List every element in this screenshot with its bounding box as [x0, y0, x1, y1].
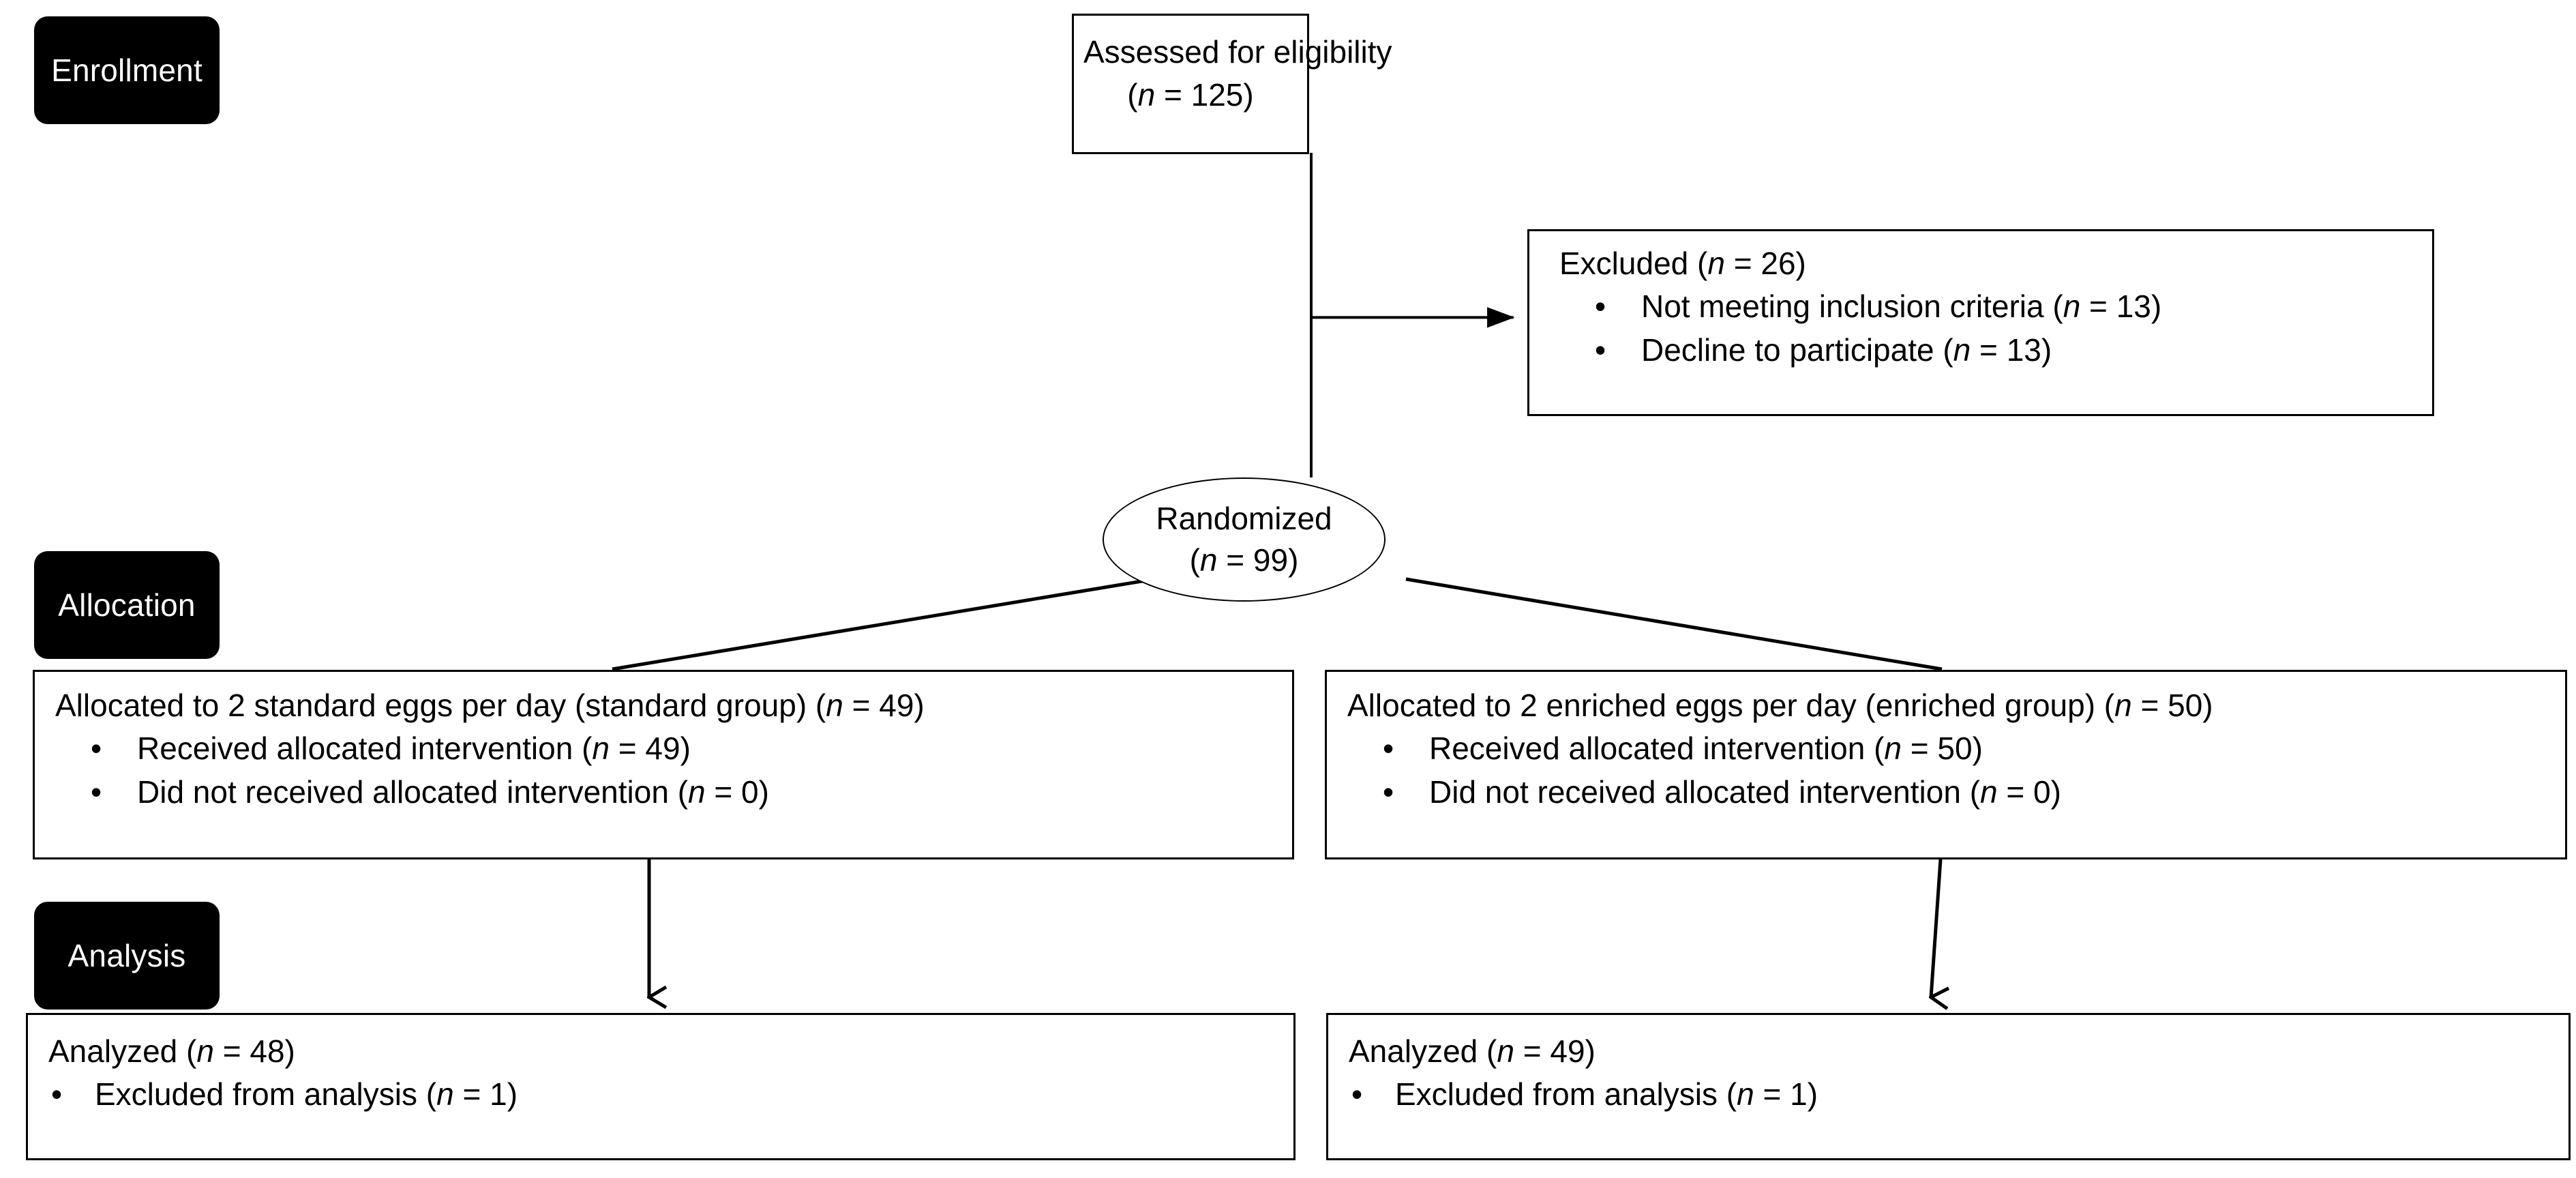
stage-label-analysis-text: Analysis — [68, 938, 186, 973]
allocation-enriched-bullet-0-var: n — [1884, 731, 1902, 767]
bullet-icon: • — [1383, 731, 1394, 767]
analysis-standard-header-post: = 48) — [213, 1033, 295, 1069]
allocation-standard-bullet-1-post: = 0) — [705, 774, 769, 810]
node-allocation-standard: Allocated to 2 standard eggs per day (st… — [33, 670, 1294, 859]
node-assessed-for-eligibility: Assessed for eligibility (n = 125) — [1072, 14, 1392, 154]
allocation-enriched-header-post: = 50) — [2131, 688, 2213, 723]
excluded-bullet-0-var: n — [2063, 289, 2081, 325]
excluded-bullet-1-var: n — [1953, 332, 1971, 368]
analysis-standard-bullet-list: • Excluded from analysis (n = 1) — [48, 1073, 1273, 1116]
randomized-count-post: = 99) — [1217, 542, 1299, 578]
allocation-standard-bullet-1-var: n — [688, 774, 706, 810]
allocation-enriched-bullet-1-post: = 0) — [1997, 774, 2061, 810]
list-item: • Excluded from analysis (n = 1) — [48, 1073, 1273, 1116]
excluded-header-var: n — [1707, 246, 1725, 281]
analysis-enriched-bullet-0-var: n — [1737, 1076, 1754, 1113]
excluded-header-post: = 26) — [1724, 246, 1806, 281]
allocation-standard-header-var: n — [826, 688, 843, 723]
list-item: • Not meeting inclusion criteria (n = 13) — [1559, 285, 2402, 328]
bullet-icon: • — [1383, 774, 1394, 810]
excluded-bullet-0-pre: Not meeting inclusion criteria ( — [1641, 289, 2063, 325]
allocation-enriched-bullet-1-pre: Did not received allocated intervention … — [1429, 774, 1981, 810]
bullet-icon: • — [1595, 289, 1606, 325]
analysis-enriched-bullet-list: • Excluded from analysis (n = 1) — [1349, 1073, 2548, 1116]
allocation-enriched-bullet-0-post: = 50) — [1901, 731, 1983, 767]
allocation-enriched-header-pre: Allocated to 2 enriched eggs per day (en… — [1347, 688, 2115, 723]
excluded-bullet-1-post: = 13) — [1971, 332, 2052, 368]
allocation-enriched-bullet-0-pre: Received allocated intervention ( — [1429, 731, 1885, 767]
stage-label-analysis: Analysis — [34, 902, 220, 1010]
allocation-standard-bullet-list: •Received allocated intervention (n = 49… — [55, 727, 1272, 814]
allocation-standard-header-pre: Allocated to 2 standard eggs per day (st… — [55, 688, 826, 723]
analysis-enriched-header: Analyzed (n = 49) — [1349, 1030, 2548, 1073]
allocation-standard-bullet-0-var: n — [592, 731, 610, 767]
stage-label-allocation-text: Allocation — [58, 587, 196, 623]
list-item: • Received allocated intervention (n = 50… — [1347, 727, 2545, 770]
allocation-standard-bullet-1-pre: Did not received allocated intervention … — [137, 774, 689, 810]
analysis-standard-bullet-0-var: n — [436, 1076, 454, 1113]
list-item: • Did not received allocated intervention… — [1347, 771, 2545, 814]
connector-enriched-to-analyzed — [1931, 859, 1941, 997]
node-analysis-standard: Analyzed (n = 48) •Excluded from analysi… — [26, 1013, 1296, 1160]
list-item: • Did not received allocated intervention… — [55, 771, 1272, 814]
connector-randomized-to-enriched — [1405, 577, 1943, 671]
connector-randomized-to-standard — [612, 577, 1155, 671]
allocation-enriched-bullet-1-var: n — [1980, 774, 1998, 810]
allocation-standard-bullet-0-pre: Received allocated intervention ( — [137, 731, 593, 767]
assessed-count-var: n — [1137, 77, 1156, 113]
allocation-enriched-header: Allocated to 2 enriched eggs per day (en… — [1347, 684, 2545, 727]
assessed-count-post: = 125) — [1155, 77, 1254, 113]
analysis-enriched-bullet-0-post: = 1) — [1754, 1076, 1818, 1113]
analysis-enriched-header-post: = 49) — [1514, 1033, 1596, 1069]
randomized-title: Randomized — [1156, 501, 1332, 537]
analysis-standard-header: Analyzed (n = 48) — [48, 1030, 1273, 1073]
excluded-header-pre: Excluded ( — [1559, 246, 1708, 281]
allocation-enriched-header-var: n — [2114, 688, 2132, 723]
bullet-icon: • — [91, 774, 102, 810]
analysis-enriched-bullet-0-pre: Excluded from analysis ( — [1395, 1076, 1737, 1113]
list-item: • Received allocated intervention (n = 49… — [55, 727, 1272, 770]
assessed-count-pre: ( — [1127, 77, 1138, 113]
excluded-bullet-1-pre: Decline to participate ( — [1641, 332, 1953, 368]
list-item: • Decline to participate (n = 13) — [1559, 329, 2402, 372]
analysis-standard-header-var: n — [196, 1033, 214, 1069]
assessed-title: Assessed for eligibility — [1083, 34, 1392, 70]
bullet-icon: • — [91, 731, 102, 767]
randomized-count-var: n — [1199, 542, 1218, 578]
allocation-standard-header: Allocated to 2 standard eggs per day (st… — [55, 684, 1272, 727]
allocation-enriched-bullet-list: •Received allocated intervention (n = 50… — [1347, 727, 2545, 814]
node-excluded: Excluded (n = 26) •Not meeting inclusion… — [1527, 229, 2434, 416]
excluded-header: Excluded (n = 26) — [1559, 242, 2402, 285]
excluded-bullet-list: •Not meeting inclusion criteria (n = 13)… — [1559, 285, 2402, 372]
stage-label-allocation: Allocation — [34, 551, 220, 659]
analysis-standard-header-pre: Analyzed ( — [48, 1033, 197, 1069]
bullet-icon: • — [1351, 1076, 1363, 1113]
analysis-standard-bullet-0-post: = 1) — [453, 1076, 518, 1113]
randomized-count-pre: ( — [1189, 542, 1200, 578]
excluded-bullet-0-post: = 13) — [2080, 289, 2162, 325]
node-analysis-enriched: Analyzed (n = 49) •Excluded from analysi… — [1326, 1013, 2571, 1160]
allocation-standard-bullet-0-post: = 49) — [609, 731, 691, 767]
bullet-icon: • — [1595, 332, 1606, 368]
analysis-standard-bullet-0-pre: Excluded from analysis ( — [95, 1076, 437, 1113]
stage-label-enrollment-text: Enrollment — [51, 53, 203, 88]
list-item: • Excluded from analysis (n = 1) — [1349, 1073, 2548, 1116]
allocation-standard-header-post: = 49) — [843, 688, 925, 723]
stage-label-enrollment: Enrollment — [34, 16, 220, 124]
bullet-icon: • — [51, 1076, 63, 1113]
assessed-count: (n = 125) — [1083, 74, 1298, 117]
node-randomized: Randomized (n = 99) — [1103, 477, 1386, 602]
node-allocation-enriched: Allocated to 2 enriched eggs per day (en… — [1325, 670, 2567, 859]
analysis-enriched-header-var: n — [1497, 1033, 1514, 1069]
analysis-enriched-header-pre: Analyzed ( — [1349, 1033, 1497, 1069]
randomized-count: (n = 99) — [1190, 540, 1299, 581]
